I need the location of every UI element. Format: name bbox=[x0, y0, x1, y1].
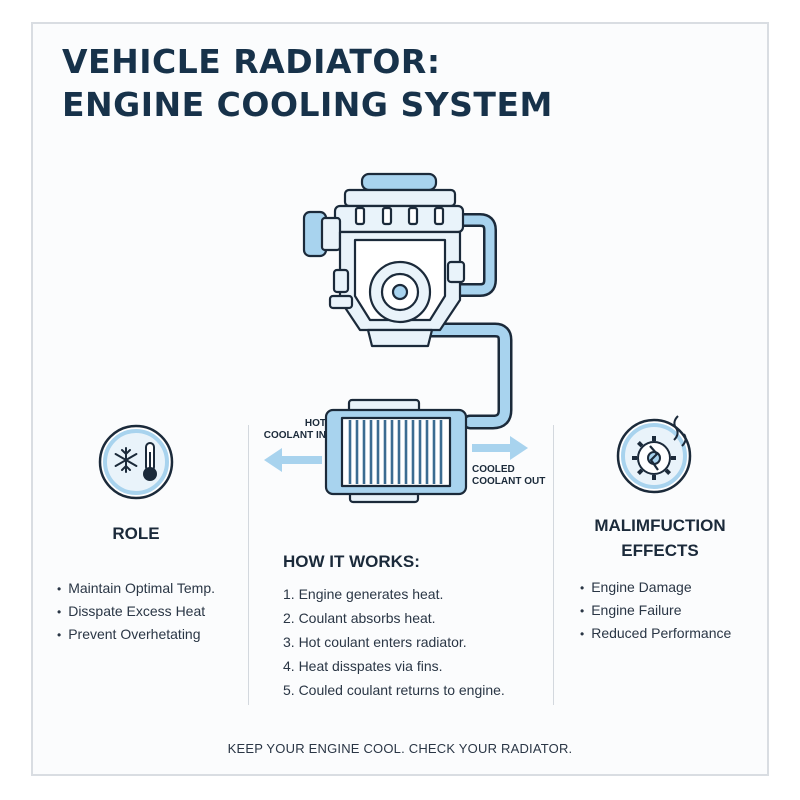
title-line-2: ENGINE COOLING SYSTEM bbox=[62, 85, 553, 124]
how-it-works-steps: 1. Engine generates heat. 2. Coulant abs… bbox=[283, 582, 505, 702]
radiator-icon bbox=[324, 398, 468, 504]
engine-hose bbox=[448, 213, 497, 297]
right-divider bbox=[553, 425, 554, 705]
cooled-coolant-label: COOLED COOLANT OUT bbox=[472, 464, 562, 488]
left-divider bbox=[248, 425, 249, 705]
snowflake-thermometer-icon bbox=[98, 424, 174, 500]
role-list: Maintain Optimal Temp. Disspate Excess H… bbox=[57, 577, 215, 646]
footer-tagline: KEEP YOUR ENGINE COOL. CHECK YOUR RADIAT… bbox=[227, 741, 573, 756]
title-line-1: VEHICLE RADIATOR: bbox=[62, 42, 441, 81]
malfunction-heading: MALIMFUCTION EFFECTS bbox=[570, 513, 750, 563]
how-it-works-heading: HOW IT WORKS: bbox=[283, 552, 420, 571]
list-item: Engine Damage bbox=[580, 576, 731, 599]
hot-coolant-arrow bbox=[264, 448, 322, 472]
list-item: Engine Failure bbox=[580, 599, 731, 622]
snowflake-icon bbox=[114, 447, 138, 473]
step-item: 3. Hot coulant enters radiator. bbox=[283, 634, 467, 650]
cool-label-line-2: COOLANT OUT bbox=[472, 476, 546, 487]
list-item: Disspate Excess Heat bbox=[57, 600, 215, 623]
step-item: 1. Engine generates heat. bbox=[283, 586, 444, 602]
hot-coolant-label: HOT COOLANT IN bbox=[262, 418, 326, 442]
hot-label-line-2: COOLANT IN bbox=[263, 430, 326, 441]
list-item: Reduced Performance bbox=[580, 622, 731, 645]
list-item: Maintain Optimal Temp. bbox=[57, 577, 215, 600]
list-item: Prevent Overhetating bbox=[57, 623, 215, 646]
step-item: 4. Heat disspates via fins. bbox=[283, 658, 443, 674]
broken-gear-icon bbox=[616, 415, 692, 494]
cool-label-line-1: COOLED bbox=[472, 464, 515, 475]
cooled-coolant-arrow bbox=[472, 436, 528, 460]
coolant-pipe bbox=[422, 322, 513, 430]
malfunction-heading-line-2: EFFECTS bbox=[621, 541, 699, 560]
thermometer-icon bbox=[143, 442, 157, 481]
malfunction-list: Engine Damage Engine Failure Reduced Per… bbox=[580, 576, 731, 645]
hot-label-line-1: HOT bbox=[304, 418, 326, 429]
step-item: 2. Coulant absorbs heat. bbox=[283, 610, 436, 626]
role-heading: ROLE bbox=[112, 524, 160, 543]
engine-icon bbox=[302, 172, 466, 348]
malfunction-heading-line-1: MALIMFUCTION bbox=[594, 516, 726, 535]
page-title: VEHICLE RADIATOR: ENGINE COOLING SYSTEM bbox=[62, 40, 553, 126]
step-item: 5. Couled coulant returns to engine. bbox=[283, 682, 505, 698]
